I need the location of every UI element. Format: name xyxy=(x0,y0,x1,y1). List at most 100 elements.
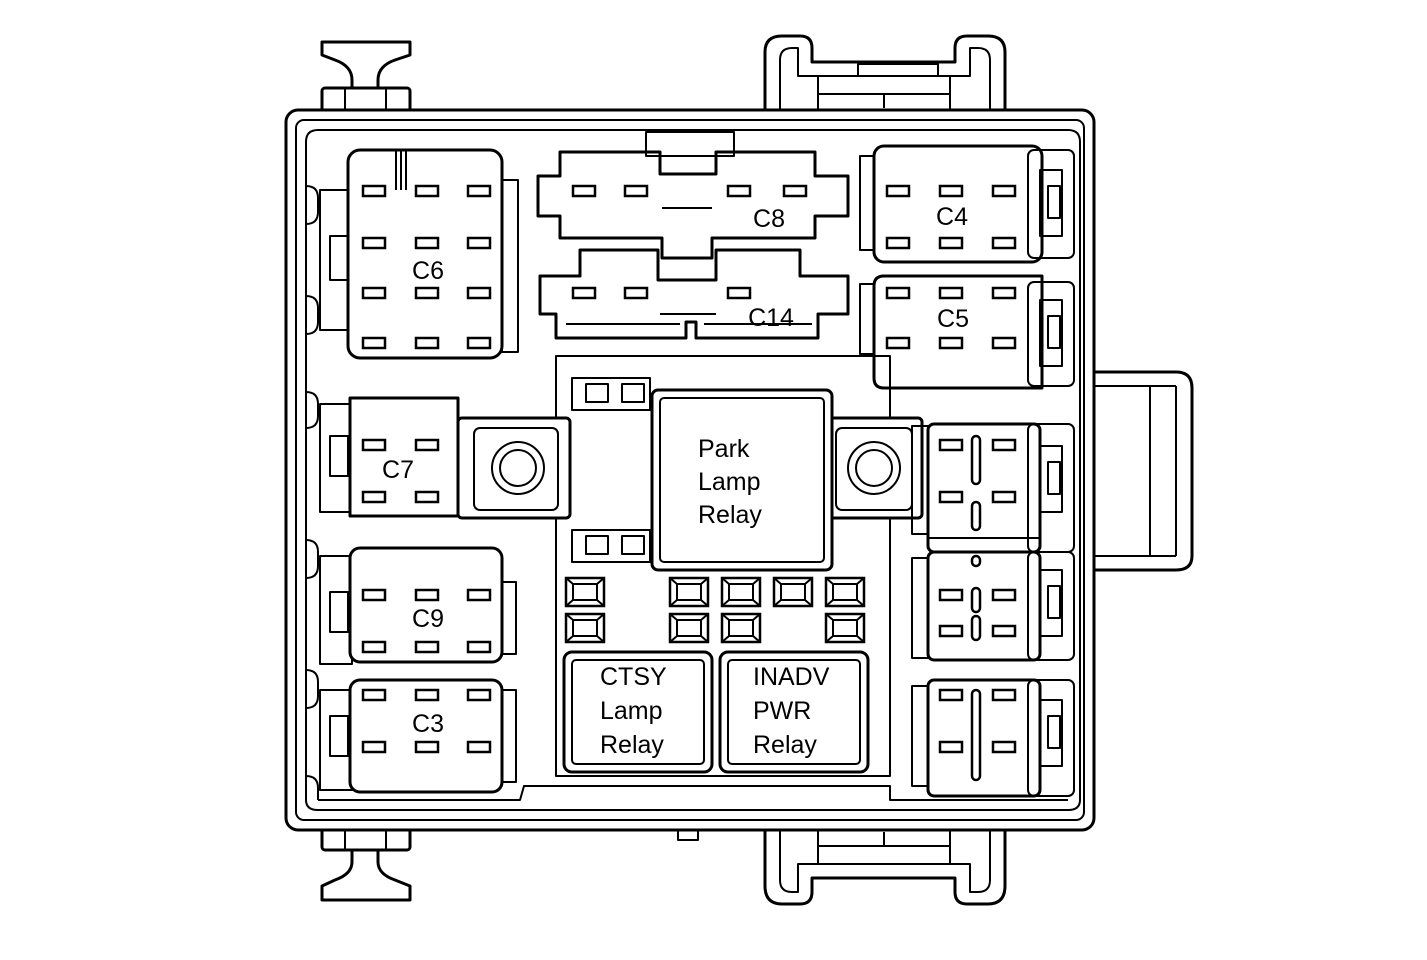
connector-c8 xyxy=(536,131,850,260)
fuse-cell-bevel xyxy=(700,577,709,585)
fuse-cell-bevel xyxy=(752,613,761,621)
c9-pin xyxy=(466,640,492,654)
c5-pin xyxy=(938,336,964,350)
mount-post-top xyxy=(320,40,412,114)
connector-c3 xyxy=(319,678,517,794)
right-slot-pin xyxy=(970,434,982,486)
c5-pin xyxy=(938,286,964,300)
right-pin xyxy=(938,490,964,504)
c6-pin xyxy=(466,286,492,300)
c7-pin xyxy=(414,438,440,452)
label-c6: C6 xyxy=(412,257,444,285)
fuse-cell-bevel xyxy=(596,613,605,621)
fuse-cell-bevel xyxy=(669,599,678,607)
connector-c4 xyxy=(859,144,1075,264)
c6-pin xyxy=(361,184,387,198)
right-pin xyxy=(938,624,964,638)
c7-pin xyxy=(361,490,387,504)
c5-pin xyxy=(885,336,911,350)
fuse-cell-bevel xyxy=(804,599,813,607)
c4-pin xyxy=(938,184,964,198)
right-slot-pin xyxy=(970,688,982,782)
fuse-cell-bevel xyxy=(721,577,730,585)
connector-c5 xyxy=(859,274,1075,390)
c3-pin xyxy=(361,688,387,702)
label-c5: C5 xyxy=(937,305,969,333)
right-pin xyxy=(938,740,964,754)
c9-pin xyxy=(466,588,492,602)
c3-pin xyxy=(414,688,440,702)
right-slot-pin xyxy=(970,614,982,642)
fuse-cell-bevel xyxy=(669,635,678,643)
fuse-cell-bevel xyxy=(825,613,834,621)
c14-pin xyxy=(623,286,649,300)
right-pin xyxy=(991,490,1017,504)
fuse-cell-bevel xyxy=(565,577,574,585)
label-ctsy-relay-line2: Lamp xyxy=(600,697,663,725)
c5-pin xyxy=(885,286,911,300)
c6-pin xyxy=(466,336,492,350)
deck-lip xyxy=(318,785,1068,801)
fuse-cell-bevel xyxy=(825,577,834,585)
c8-pin xyxy=(623,184,649,198)
fuse-cell-bevel xyxy=(773,599,782,607)
fuse-cell-inner xyxy=(832,619,858,637)
label-inadv-relay-line2: PWR xyxy=(753,697,811,725)
c6-pin xyxy=(361,336,387,350)
label-c4: C4 xyxy=(936,203,968,231)
connector-c6 xyxy=(319,148,519,360)
label-ctsy-relay-line3: Relay xyxy=(600,731,664,759)
mount-post-bottom xyxy=(320,824,412,902)
fuse-cell-bevel xyxy=(825,635,834,643)
fuse-cell-bevel xyxy=(565,599,574,607)
fuse-cell-bevel xyxy=(596,635,605,643)
right-pin xyxy=(991,438,1017,452)
relay-deck xyxy=(456,355,924,777)
c4-pin xyxy=(991,236,1017,250)
fuse-cell-bevel xyxy=(752,599,761,607)
label-c3: C3 xyxy=(412,710,444,738)
fuse-cell-bevel xyxy=(804,577,813,585)
c8-pin xyxy=(782,184,808,198)
fuse-cell-bevel xyxy=(721,613,730,621)
c4-pin xyxy=(991,184,1017,198)
fuse-cell-bevel xyxy=(596,577,605,585)
c3-pin xyxy=(361,740,387,754)
c5-pin xyxy=(991,336,1017,350)
right-slot-pin xyxy=(970,500,982,532)
label-c8: C8 xyxy=(753,205,785,233)
right-pin xyxy=(991,588,1017,602)
c9-pin xyxy=(414,588,440,602)
c5-pin xyxy=(991,286,1017,300)
fuse-cell-bevel xyxy=(752,635,761,643)
right-pin xyxy=(938,438,964,452)
fuse-cell-bevel xyxy=(856,635,865,643)
fuse-cell-inner xyxy=(676,583,702,601)
label-c14: C14 xyxy=(748,304,794,332)
fuse-cell-inner xyxy=(572,583,598,601)
fuse-cell-bevel xyxy=(669,613,678,621)
c8-pin xyxy=(726,184,752,198)
label-c7: C7 xyxy=(382,456,414,484)
c4-pin xyxy=(885,184,911,198)
fuse-cell-bevel xyxy=(773,577,782,585)
connector-right-lower xyxy=(911,678,1075,798)
fuse-cell-inner xyxy=(832,583,858,601)
label-park-relay-line2: Lamp xyxy=(698,468,761,496)
right-pin xyxy=(991,624,1017,638)
label-park-relay-line3: Relay xyxy=(698,501,762,529)
c9-pin xyxy=(361,640,387,654)
fuse-cell-inner xyxy=(728,619,754,637)
c7-pin xyxy=(361,438,387,452)
fuse-cell-inner xyxy=(676,619,702,637)
c6-pin xyxy=(414,236,440,250)
c14-pin xyxy=(726,286,752,300)
c3-pin xyxy=(466,740,492,754)
fuse-cell-bevel xyxy=(721,599,730,607)
connector-c9 xyxy=(319,546,517,665)
right-pin xyxy=(938,688,964,702)
fuse-cell-bevel xyxy=(856,577,865,585)
fuse-cell-inner xyxy=(780,583,806,601)
